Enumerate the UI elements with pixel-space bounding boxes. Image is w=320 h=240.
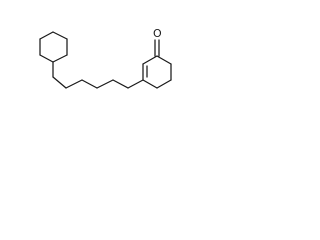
bond bbox=[81, 79, 98, 89]
bond bbox=[112, 79, 129, 89]
bond bbox=[127, 79, 144, 89]
bond bbox=[142, 55, 158, 65]
bond bbox=[65, 79, 83, 89]
bond bbox=[52, 54, 68, 63]
molecule-structure: O bbox=[39, 27, 172, 89]
cyclohexyl-ring bbox=[39, 31, 68, 63]
carbonyl-group: O bbox=[153, 27, 162, 57]
bond bbox=[52, 76, 67, 89]
bond bbox=[142, 79, 158, 89]
butyl-chain bbox=[52, 61, 144, 89]
bond bbox=[96, 79, 114, 89]
molecule-canvas: O bbox=[0, 0, 202, 123]
bond bbox=[156, 79, 172, 89]
bond bbox=[52, 31, 68, 40]
bond bbox=[39, 31, 54, 40]
bond bbox=[156, 55, 172, 65]
oxygen-atom-label: O bbox=[153, 27, 162, 40]
bond bbox=[39, 54, 54, 63]
cyclohexenone-ring bbox=[142, 55, 172, 89]
